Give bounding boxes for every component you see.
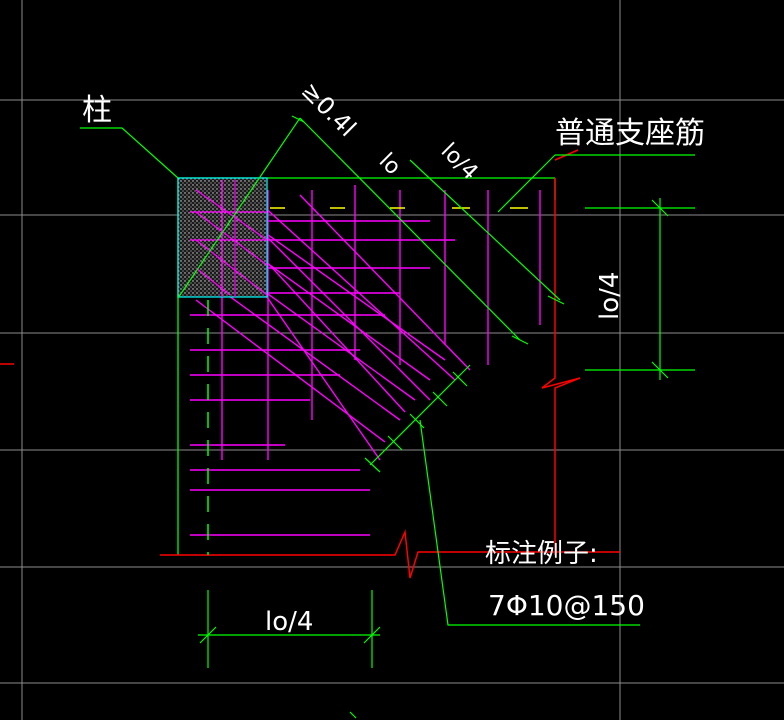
bottom-tick xyxy=(349,711,357,719)
vertical-rebars xyxy=(221,185,541,460)
leader-lines xyxy=(80,117,695,626)
column-label: 柱 xyxy=(82,93,112,128)
dimension-ticks xyxy=(291,115,565,473)
right-dimension xyxy=(585,198,695,380)
support-rebar-label: 普通支座筋 xyxy=(555,116,705,151)
diagonal-length-label: ≥0.4l xyxy=(296,76,362,142)
note-title: 标注例子: xyxy=(485,539,598,569)
column-rebars xyxy=(190,180,268,297)
note-value: 7Φ10@150 xyxy=(488,589,645,622)
lo-diagonal-label: lo xyxy=(374,149,406,181)
lo4-bottom-label: lo/4 xyxy=(265,607,313,637)
bottom-dimension xyxy=(198,590,381,668)
lo4-right-label: lo/4 xyxy=(595,272,625,320)
